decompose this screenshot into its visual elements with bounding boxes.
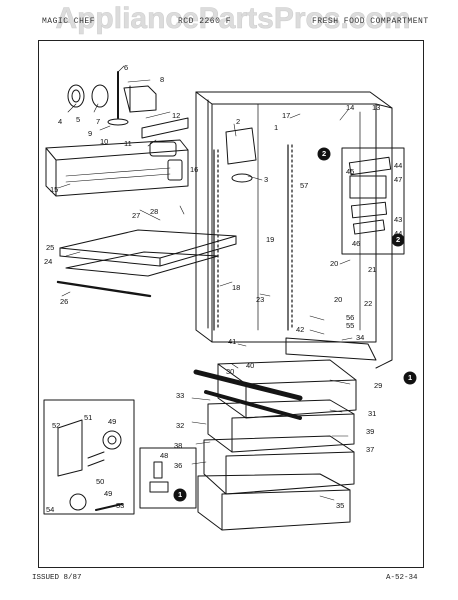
callout-c32: 32 — [176, 421, 185, 430]
callout-c43: 43 — [394, 215, 403, 224]
crisper-drawers — [193, 359, 357, 531]
glass-shelf — [56, 229, 237, 298]
callout-c42: 42 — [296, 325, 305, 334]
diagram-frame — [38, 40, 424, 568]
callout-c49b: 49 — [104, 489, 113, 498]
callout-c35: 35 — [336, 501, 345, 510]
callout-c56: 56 — [346, 313, 355, 322]
callout-c20a: 20 — [330, 259, 339, 268]
callout-c39: 39 — [366, 427, 375, 436]
callout-c33: 33 — [176, 391, 185, 400]
callout-c38: 38 — [174, 441, 183, 450]
header-model: RCD 2260 F — [178, 17, 232, 26]
callout-c37: 37 — [366, 445, 375, 454]
callout-c50: 50 — [96, 477, 105, 486]
callout-c36: 36 — [174, 461, 183, 470]
callout-c8: 8 — [160, 75, 165, 84]
callout-c54: 54 — [46, 505, 55, 514]
callout-c46: 46 — [352, 239, 361, 248]
callout-c13: 13 — [372, 103, 381, 112]
callout-c51: 51 — [84, 413, 93, 422]
watermark-text: AppliancePartsPros.com — [55, 2, 410, 35]
callout-c44b: 44 — [394, 229, 403, 238]
callout-c40: 40 — [246, 361, 255, 370]
callout-c4: 4 — [58, 117, 63, 126]
callout-c10: 10 — [100, 137, 109, 146]
shelf-ladders — [213, 144, 293, 331]
callout-c31: 31 — [368, 409, 377, 418]
callout-c6: 6 — [124, 63, 129, 72]
callout-c5: 5 — [76, 115, 81, 124]
callout-c27: 27 — [132, 211, 141, 220]
callout-c14: 14 — [346, 103, 355, 112]
callout-c16: 16 — [190, 165, 199, 174]
callout-c1: 1 — [274, 123, 279, 132]
marker-2-label: 2 — [322, 149, 327, 158]
callout-c30: 30 — [226, 367, 235, 376]
callout-c34: 34 — [356, 333, 365, 342]
callout-c12: 12 — [172, 111, 181, 120]
callout-c52: 52 — [52, 421, 61, 430]
marker-2b-label: 2 — [396, 235, 401, 244]
control-assembly — [67, 71, 189, 139]
callout-c49a: 49 — [108, 417, 117, 426]
header-section: FRESH FOOD COMPARTMENT — [312, 17, 429, 26]
leader-lines — [57, 65, 353, 501]
callout-c9: 9 — [88, 129, 93, 138]
callout-c7: 7 — [96, 117, 101, 126]
callout-c24: 24 — [44, 257, 53, 266]
callout-c17: 17 — [282, 111, 291, 120]
marker-1b-label: 1 — [178, 490, 183, 499]
callout-c2: 2 — [236, 117, 241, 126]
callout-c26: 26 — [60, 297, 69, 306]
light-housing — [225, 127, 257, 183]
callout-c28: 28 — [150, 207, 159, 216]
page-code: A-52-34 — [386, 574, 418, 582]
callout-c15: 15 — [50, 185, 59, 194]
callout-c18: 18 — [232, 283, 241, 292]
callout-c45: 45 — [346, 167, 355, 176]
bracket-detail-box — [341, 147, 405, 255]
callout-c48: 48 — [160, 451, 169, 460]
callout-c41: 41 — [228, 337, 237, 346]
header-brand: MAGIC CHEF — [42, 17, 96, 26]
callout-c20b: 20 — [334, 295, 343, 304]
crisper-cover — [285, 337, 377, 361]
callout-c22: 22 — [364, 299, 373, 308]
leveler-detail-box — [139, 447, 197, 509]
callout-c25: 25 — [46, 243, 55, 252]
hinge-detail-box — [43, 399, 135, 515]
callout-c55: 55 — [346, 321, 355, 330]
callout-c29: 29 — [374, 381, 383, 390]
callout-c57: 57 — [300, 181, 309, 190]
issued-date: ISSUED 8/87 — [32, 574, 82, 582]
callout-c19: 19 — [266, 235, 275, 244]
callout-c11: 11 — [124, 139, 132, 148]
callout-c47: 47 — [394, 175, 403, 184]
callout-c21: 21 — [368, 265, 377, 274]
watermark-logo: AppliancePartsPros.com — [55, 2, 411, 36]
callout-c44a: 44 — [394, 161, 403, 170]
reference-markers — [173, 147, 417, 502]
cabinet-liner — [195, 91, 393, 369]
marker-1-label: 1 — [408, 373, 413, 382]
control-housing — [45, 139, 189, 197]
callout-c3: 3 — [264, 175, 269, 184]
callout-c23: 23 — [256, 295, 265, 304]
callout-c53: 53 — [116, 501, 125, 510]
